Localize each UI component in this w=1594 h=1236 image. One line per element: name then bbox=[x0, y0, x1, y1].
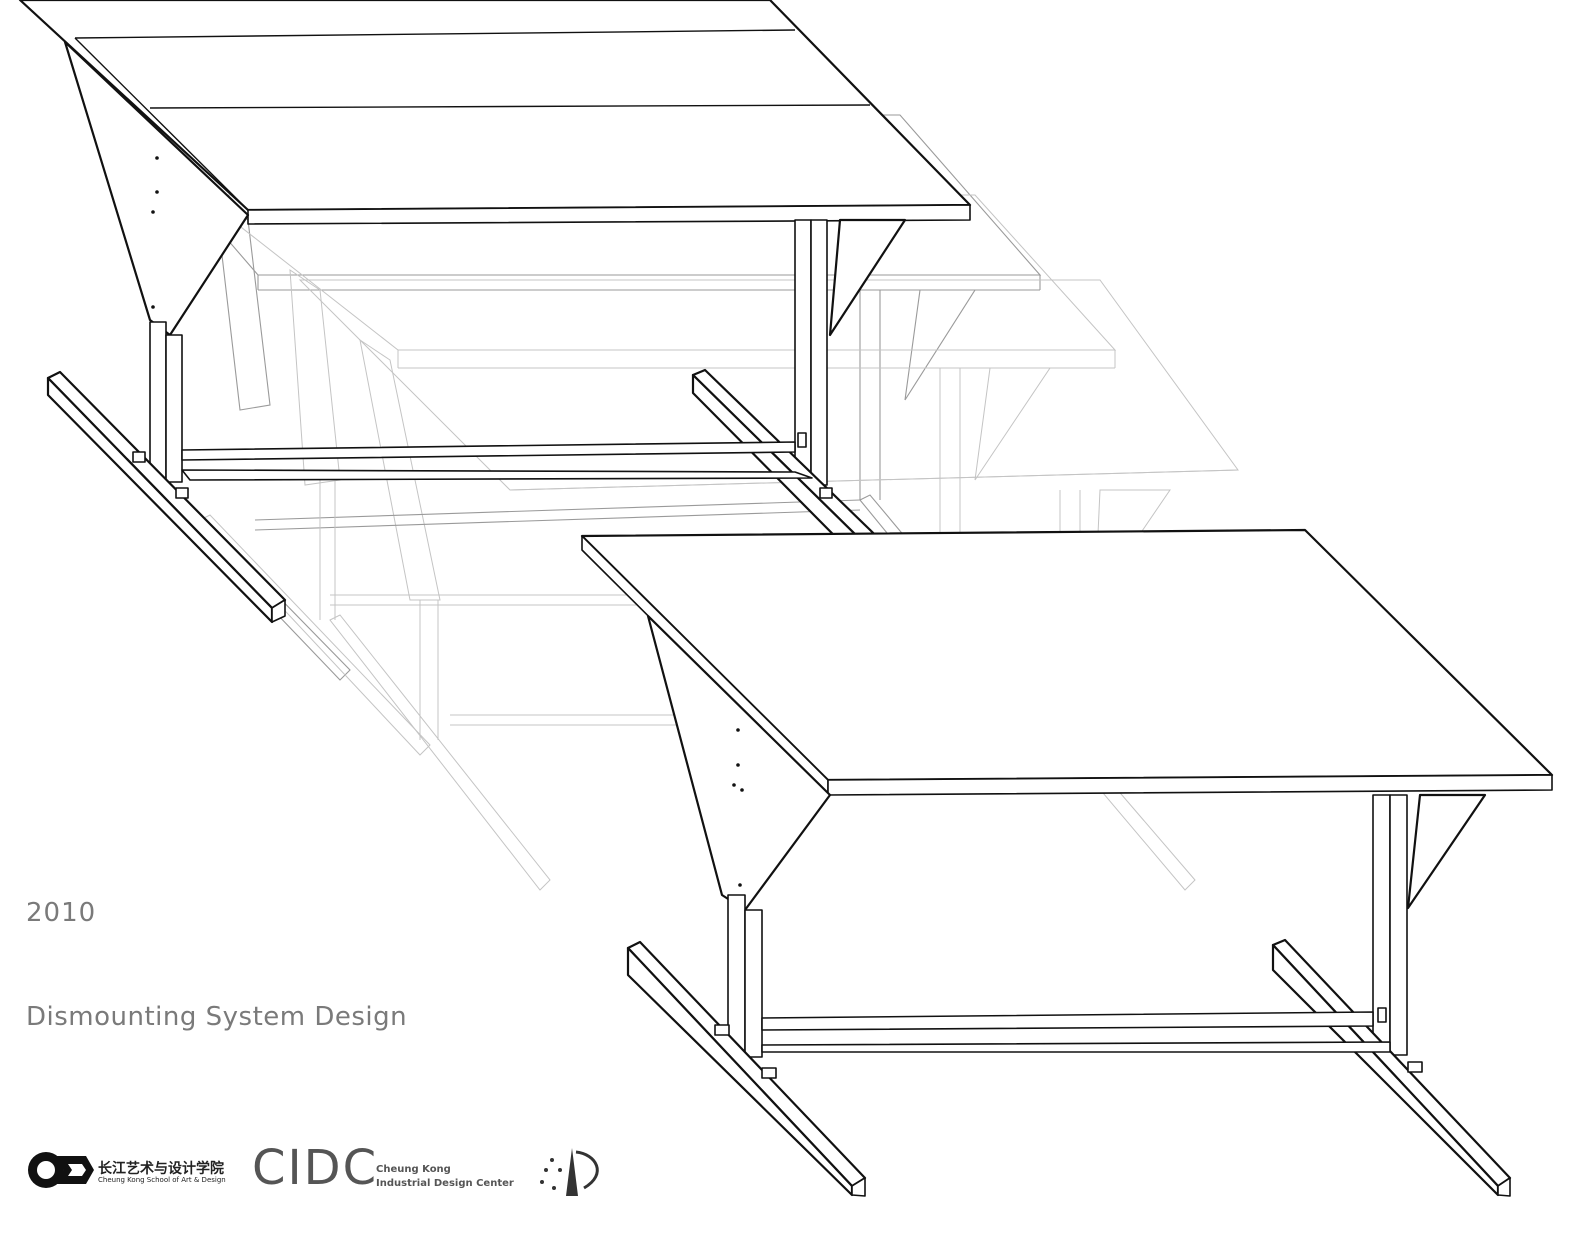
school-name-en: Cheung Kong School of Art & Design bbox=[98, 1176, 226, 1184]
cidc-line2: Industrial Design Center bbox=[376, 1178, 514, 1189]
emblem-logo bbox=[532, 1140, 612, 1200]
cidc-abbr: CIDC bbox=[252, 1140, 379, 1196]
table-front bbox=[580, 528, 1554, 1197]
school-logo: 长江艺术与设计学院 Cheung Kong School of Art & De… bbox=[24, 1146, 234, 1194]
caption-title: Dismounting System Design bbox=[26, 1002, 408, 1032]
school-name-cn: 长江艺术与设计学院 bbox=[98, 1161, 224, 1177]
table-rear bbox=[18, 0, 972, 624]
star-emblem-icon bbox=[540, 1148, 599, 1196]
school-emblem-icon bbox=[28, 1152, 94, 1188]
caption-year: 2010 bbox=[26, 898, 97, 928]
cidc-line1: Cheung Kong bbox=[376, 1164, 451, 1175]
cidc-logo: CIDC Cheung Kong Industrial Design Cente… bbox=[252, 1140, 514, 1196]
